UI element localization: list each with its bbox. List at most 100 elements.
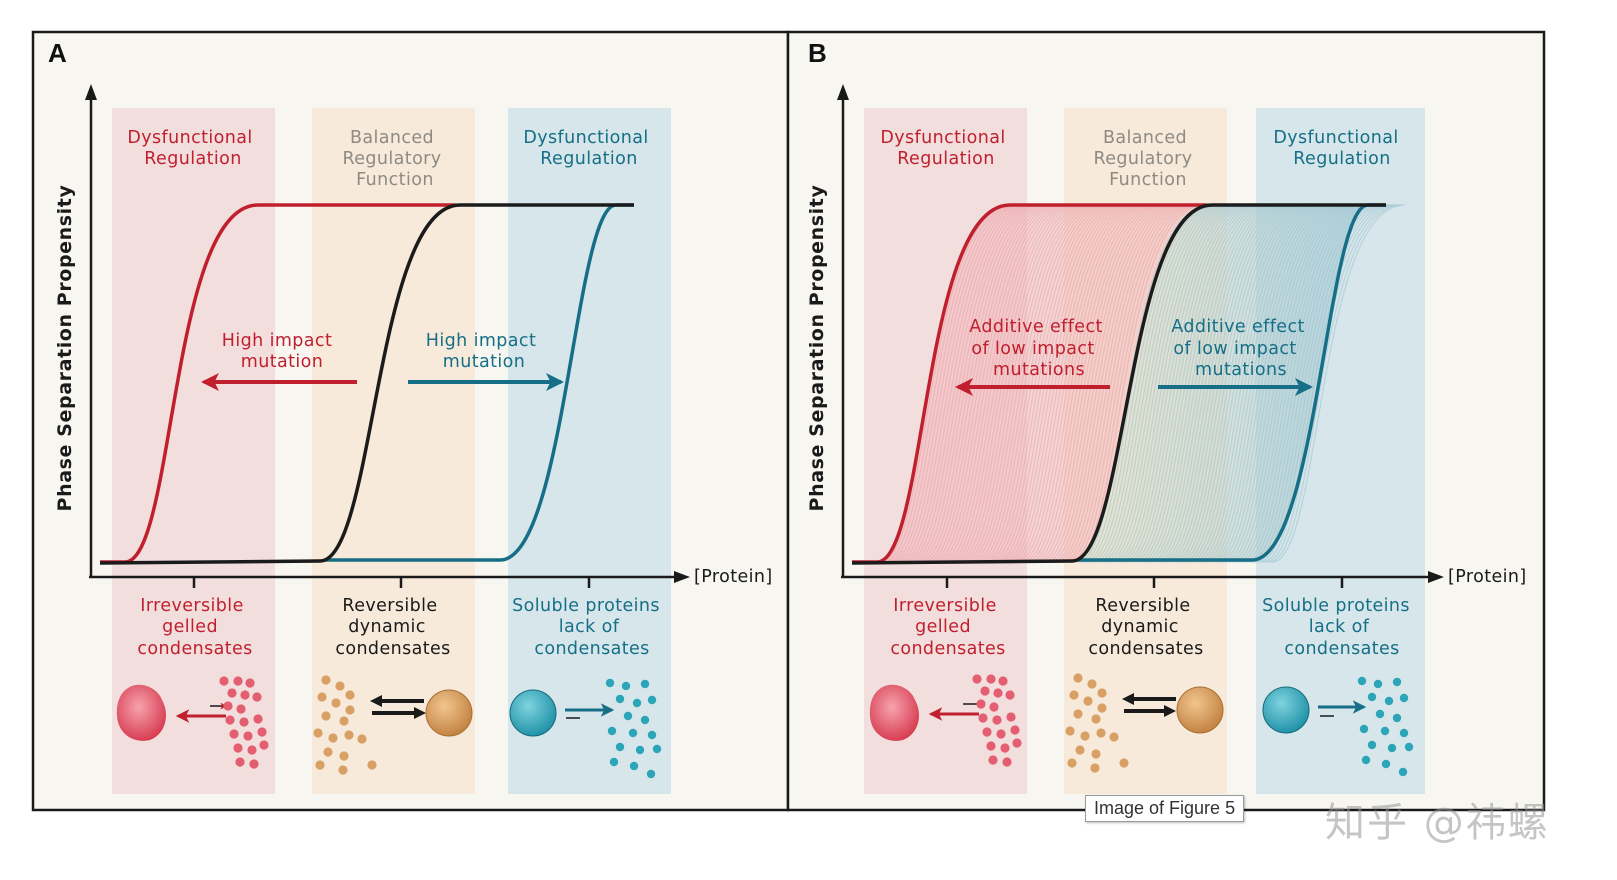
band-middle-title: Balanced Regulatory Function bbox=[342, 128, 447, 190]
low-impact-curve bbox=[1195, 204, 1329, 563]
low-impact-curve bbox=[1052, 204, 1186, 563]
gel-blob-icon bbox=[869, 684, 919, 741]
protein-dot bbox=[1006, 712, 1016, 722]
figure-caption-tag: Image of Figure 5 bbox=[1085, 795, 1245, 822]
protein-dot bbox=[998, 676, 1008, 686]
low-impact-curve bbox=[1232, 204, 1366, 563]
low-impact-curve bbox=[956, 204, 1090, 563]
protein-dot bbox=[993, 688, 1003, 698]
low-impact-curve bbox=[900, 204, 1034, 563]
low-impact-curve bbox=[929, 204, 1063, 563]
protein-dot bbox=[339, 716, 349, 726]
watermark: 知乎 @祎螺 bbox=[1325, 800, 1550, 846]
curve-teal bbox=[325, 203, 634, 562]
low-impact-curve bbox=[1025, 204, 1159, 563]
protein-dot bbox=[647, 730, 657, 740]
band-left-title: Dysfunctional Regulation bbox=[127, 128, 258, 169]
low-impact-curve bbox=[1119, 204, 1253, 563]
protein-dot bbox=[321, 711, 331, 721]
low-impact-curve bbox=[1048, 204, 1182, 563]
arrow-left-label: Additive effect of low impact mutations bbox=[969, 317, 1108, 380]
orange-droplet-icon bbox=[425, 689, 473, 737]
protein-dot bbox=[247, 745, 257, 755]
protein-dot bbox=[615, 694, 625, 704]
protein-dot bbox=[605, 678, 615, 688]
low-impact-curve bbox=[1186, 204, 1320, 563]
low-impact-curve bbox=[1062, 204, 1196, 563]
protein-dot bbox=[628, 728, 638, 738]
low-impact-curve bbox=[1110, 204, 1244, 563]
band-right-title: Dysfunctional Regulation bbox=[523, 128, 654, 169]
arrow-right-label: High impact mutation bbox=[426, 331, 542, 372]
teal-curve-fan bbox=[1072, 204, 1406, 563]
low-impact-curve bbox=[1228, 204, 1363, 563]
bottom-left-label: Irreversible gelled condensates bbox=[137, 596, 252, 659]
low-impact-curve bbox=[1238, 204, 1372, 563]
protein-dot bbox=[367, 760, 377, 770]
band-beige bbox=[312, 108, 475, 794]
low-impact-curve bbox=[976, 204, 1110, 563]
protein-dot bbox=[1097, 703, 1107, 713]
low-impact-curve bbox=[1225, 204, 1359, 563]
low-impact-curve bbox=[1136, 204, 1270, 563]
bottom-right-label: Soluble proteins lack of condensates bbox=[1262, 596, 1416, 659]
protein-dot bbox=[635, 745, 645, 755]
y-axis-label: Phase Separation Propensity bbox=[806, 185, 828, 512]
curve-teal bbox=[1077, 203, 1386, 562]
protein-dot bbox=[1381, 759, 1391, 769]
low-impact-curve bbox=[1268, 204, 1402, 563]
protein-dot bbox=[982, 727, 992, 737]
protein-dot bbox=[236, 704, 246, 714]
low-impact-curve bbox=[890, 204, 1024, 563]
curve-red bbox=[100, 203, 455, 564]
protein-dot bbox=[640, 679, 650, 689]
low-impact-curve bbox=[1012, 204, 1146, 563]
panel-letter: B bbox=[808, 38, 827, 68]
bottom-right-label: Soluble proteins lack of condensates bbox=[512, 596, 666, 659]
low-impact-curve bbox=[1103, 204, 1237, 563]
protein-dot bbox=[1091, 749, 1101, 759]
protein-dot bbox=[1073, 709, 1083, 719]
low-impact-curve bbox=[1212, 204, 1346, 563]
band-left-title: Dysfunctional Regulation bbox=[880, 128, 1011, 169]
protein-dot bbox=[978, 713, 988, 723]
orange-droplet-icon bbox=[1176, 686, 1224, 734]
protein-dot bbox=[245, 678, 255, 688]
low-impact-curve bbox=[1176, 204, 1310, 563]
protein-dot bbox=[986, 741, 996, 751]
protein-dot bbox=[233, 743, 243, 753]
protein-dot bbox=[652, 744, 662, 754]
low-impact-curve bbox=[959, 204, 1093, 563]
low-impact-curve bbox=[939, 204, 1073, 563]
protein-dot bbox=[1005, 690, 1015, 700]
protein-dot bbox=[640, 715, 650, 725]
low-impact-curve bbox=[1058, 204, 1192, 563]
x-axis-label: [Protein] bbox=[1448, 567, 1527, 587]
protein-dot bbox=[1357, 676, 1367, 686]
low-impact-curve bbox=[969, 204, 1103, 563]
protein-dot bbox=[1000, 743, 1010, 753]
band-teal bbox=[508, 108, 671, 794]
protein-dot bbox=[328, 733, 338, 743]
protein-dot bbox=[980, 686, 990, 696]
low-impact-curve bbox=[1169, 204, 1303, 563]
protein-dot bbox=[313, 728, 323, 738]
protein-dot bbox=[243, 731, 253, 741]
x-axis-label: [Protein] bbox=[694, 567, 773, 587]
low-impact-curve bbox=[1042, 204, 1176, 563]
protein-dot bbox=[323, 747, 333, 757]
low-impact-curve bbox=[946, 204, 1080, 563]
protein-dot bbox=[249, 759, 259, 769]
low-impact-curve bbox=[1166, 204, 1300, 563]
protein-dot bbox=[1404, 742, 1414, 752]
protein-dot bbox=[646, 769, 656, 779]
protein-dot bbox=[1080, 731, 1090, 741]
protein-dot bbox=[1361, 755, 1371, 765]
teal-droplet-icon bbox=[509, 689, 557, 737]
low-impact-curve bbox=[926, 204, 1060, 563]
low-impact-curve bbox=[992, 204, 1126, 563]
low-impact-curve bbox=[1209, 204, 1343, 563]
protein-dot bbox=[1398, 767, 1408, 777]
protein-dot bbox=[321, 675, 331, 685]
low-impact-curve bbox=[999, 204, 1133, 563]
